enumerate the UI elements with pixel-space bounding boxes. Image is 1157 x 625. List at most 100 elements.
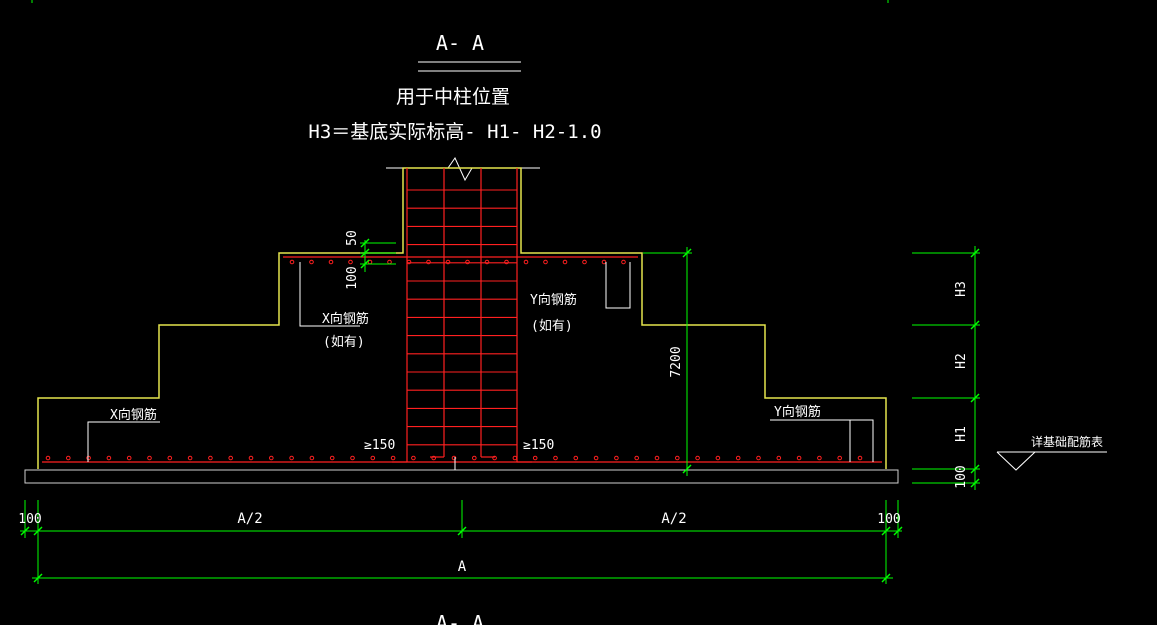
dimension-tick — [360, 259, 370, 269]
bottom-rebar-dot — [228, 455, 233, 461]
bottom-rebar-dot — [512, 455, 518, 461]
dimension-tick — [970, 464, 980, 474]
y-rebar-upper-note: (如有) — [531, 318, 573, 334]
min-length-left: ≥150 — [364, 438, 395, 453]
bottom-rebar-dot — [45, 455, 51, 461]
top-rebar-dot — [309, 259, 314, 265]
dimension-tick — [970, 320, 980, 330]
bottom-rebar-dot — [614, 455, 619, 461]
bottom-rebar-dot — [187, 455, 193, 461]
top-rebar-dot — [289, 259, 295, 265]
dimension-tick — [360, 238, 370, 248]
bottom-rebar-dot — [106, 455, 112, 461]
top-rebar-dot — [504, 259, 509, 265]
top-rebar-dot — [543, 259, 548, 265]
bottom-rebar-dot — [147, 455, 152, 461]
bottom-rebar-dot — [857, 455, 863, 461]
dimension-tick — [970, 478, 980, 488]
bottom-rebar-dot — [715, 455, 721, 461]
bottom-rebar-dot — [390, 455, 396, 461]
bottom-rebar-dot — [817, 455, 822, 461]
bottom-rebar-dots — [45, 455, 863, 461]
bedding-layer — [24, 469, 899, 484]
bottom-rebar-dot — [370, 455, 376, 461]
bottom-rebar-dot — [756, 455, 761, 461]
elevation-note: 详基础配筋表 — [1031, 434, 1103, 449]
foundation-outline — [37, 167, 887, 469]
top-rebar-dot — [328, 259, 334, 265]
dimension-tick — [682, 248, 692, 258]
bottom-rebar-dot — [66, 455, 71, 461]
dimension-tick — [893, 526, 903, 536]
dimension-tick — [881, 573, 891, 583]
bottom-rebar-dot — [593, 455, 599, 461]
bottom-rebar-dot — [167, 455, 173, 461]
dim-half-left: A/2 — [237, 511, 262, 527]
dim-left-edge: 100 — [18, 512, 41, 527]
bottom-rebar-dot — [451, 455, 457, 461]
next-section-title: A- A — [436, 611, 484, 625]
y-rebar-lower-label: Y向钢筋 — [774, 404, 821, 420]
dim-right-edge: 100 — [877, 512, 900, 527]
dimension-tick — [970, 248, 980, 258]
dim-h2: H2 — [954, 353, 969, 369]
x-rebar-upper-label: X向钢筋 — [322, 311, 369, 327]
dim-h3: H3 — [954, 281, 969, 297]
dim-h1: H1 — [954, 426, 969, 442]
top-rebar-dot — [601, 259, 607, 265]
column-rebar-cage — [392, 168, 532, 463]
dimension-ticks — [20, 238, 980, 583]
min-length-right: ≥150 — [523, 438, 554, 453]
top-rebar-dot — [387, 259, 392, 265]
dimension-tick — [881, 526, 891, 536]
bottom-rebar-dot — [492, 455, 497, 461]
dim-half-right: A/2 — [661, 511, 686, 527]
dim-top-cover: 50 — [345, 230, 360, 246]
rebar-leaders — [87, 262, 874, 470]
dimension-tick — [457, 526, 467, 536]
dimension-tick — [33, 573, 43, 583]
bottom-rebar-dot — [208, 455, 213, 461]
top-rebar-dot — [562, 259, 568, 265]
bottom-rebar-dot — [553, 455, 558, 461]
dimension-lines — [20, 0, 980, 584]
bottom-rebar-dot — [776, 455, 782, 461]
top-rebar-dot — [465, 259, 470, 265]
bottom-rebar-dot — [654, 455, 660, 461]
bottom-rebar-dot — [675, 455, 680, 461]
bottom-rebar-dot — [248, 455, 254, 461]
section-subtitle: 用于中柱位置 — [396, 86, 510, 108]
bottom-rebar-dot — [86, 455, 91, 461]
bottom-rebar-dot — [269, 455, 274, 461]
dim-bedding: 100 — [954, 465, 969, 488]
top-rebar-dot — [484, 259, 490, 265]
bottom-rebar-dot — [126, 455, 132, 461]
dimension-tick — [682, 464, 692, 474]
bottom-rebar-dot — [532, 455, 538, 461]
top-rebar-dot — [426, 259, 431, 265]
height-formula: H3＝基底实际标高- H1- H2-1.0 — [308, 121, 601, 143]
bottom-rebar-dot — [735, 455, 741, 461]
bottom-rebar-dot — [695, 455, 700, 461]
bottom-rebar-dot — [309, 455, 315, 461]
bottom-rebar-dot — [837, 455, 843, 461]
x-rebar-lower-label: X向钢筋 — [110, 407, 157, 423]
top-rebar-dot — [406, 259, 412, 265]
top-rebar-dot — [445, 259, 451, 265]
column-stirrups — [407, 189, 517, 446]
bottom-rebar-dot — [634, 455, 640, 461]
dimension-tick — [20, 526, 30, 536]
top-rebar-dot — [348, 259, 353, 265]
bottom-rebar-dot — [796, 455, 802, 461]
y-rebar-upper-label: Y向钢筋 — [530, 292, 577, 308]
top-rebar-dot — [582, 259, 587, 265]
bottom-rebar-dot — [329, 455, 335, 461]
dimension-tick — [360, 248, 370, 258]
x-rebar-upper-note: (如有) — [323, 334, 365, 350]
top-rebar-dot — [523, 259, 529, 265]
dimension-tick — [33, 526, 43, 536]
dim-total-width: A — [458, 559, 467, 575]
bottom-rebar-dot — [411, 455, 416, 461]
bottom-rebar-dot — [431, 455, 437, 461]
